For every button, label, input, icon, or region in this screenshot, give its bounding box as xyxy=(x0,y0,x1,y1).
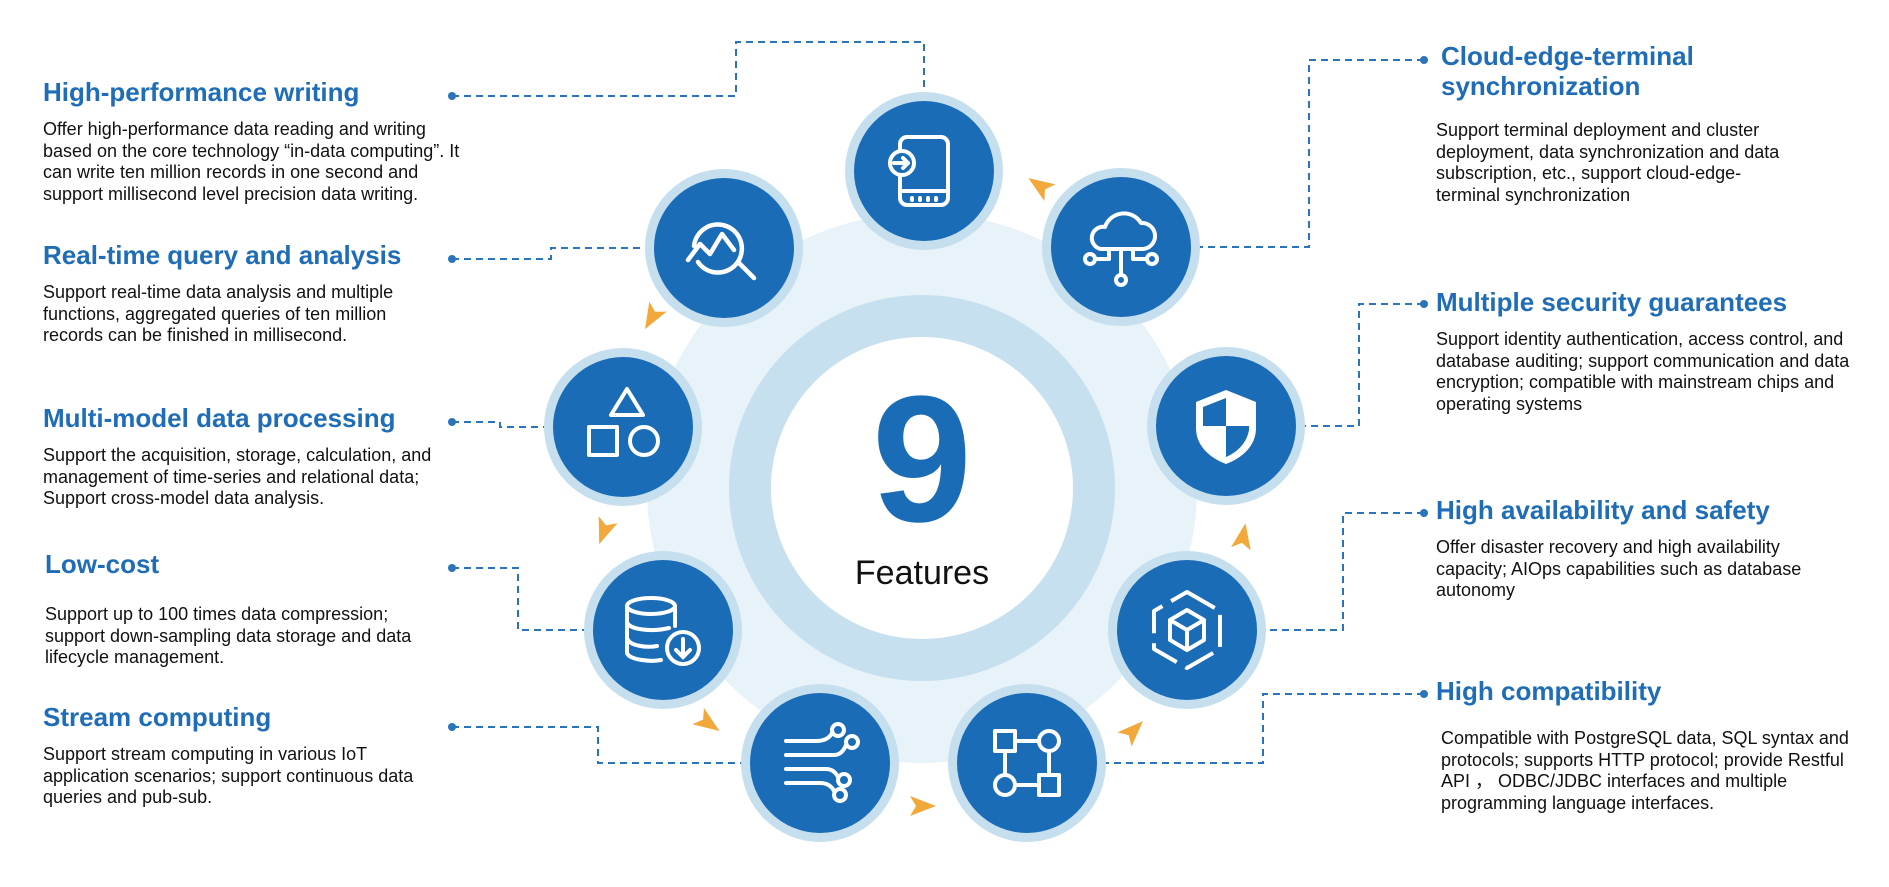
connector-dot xyxy=(448,92,456,100)
feature-count-label: Features xyxy=(854,554,990,592)
connector-dot xyxy=(1420,300,1428,308)
center-hub xyxy=(647,213,1197,763)
feature-high-performance-writing: High-performance writing Offer high-perf… xyxy=(43,77,463,205)
connector-dot xyxy=(448,723,456,731)
connector-low-cost xyxy=(452,567,584,631)
feature-stream-computing: Stream computing Support stream computin… xyxy=(43,702,418,809)
arrow-icon xyxy=(1231,523,1251,551)
feature-title: Multi-model data processing xyxy=(43,403,396,433)
connector-dots xyxy=(448,56,1428,731)
feature-node-cloud-edge xyxy=(1042,168,1200,326)
feature-description: Support the acquisition, storage, calcul… xyxy=(43,445,432,508)
feature-availability: High availability and safety Offer disas… xyxy=(1436,495,1846,602)
feature-description: Support identity authentication, access … xyxy=(1436,329,1850,414)
feature-description: Offer high-performance data reading and … xyxy=(43,119,460,204)
connector-high-performance-writing xyxy=(452,41,925,97)
connector-security xyxy=(1300,303,1424,427)
feature-node-high-performance-writing xyxy=(845,92,1003,250)
feature-description: Support up to 100 times data compression… xyxy=(45,604,412,667)
direction-arrows xyxy=(598,178,1251,816)
connector-dot xyxy=(448,564,456,572)
feature-node-stream-computing xyxy=(741,684,899,842)
connector-dot xyxy=(448,255,456,263)
arrow-icon xyxy=(910,796,936,816)
feature-title: Real-time query and analysis xyxy=(43,240,402,270)
feature-node-security xyxy=(1147,347,1305,505)
arrow-icon xyxy=(1117,721,1143,747)
connector-compatibility xyxy=(1102,693,1424,764)
feature-compatibility: High compatibility Compatible with Postg… xyxy=(1436,676,1866,814)
arrow-icon xyxy=(1028,178,1056,202)
arrow-icon xyxy=(598,516,618,545)
feature-multi-model: Multi-model data processing Support the … xyxy=(43,403,443,510)
connector-dot xyxy=(1420,509,1428,517)
feature-description: Support stream computing in various IoT … xyxy=(43,744,414,807)
feature-security: Multiple security guarantees Support ide… xyxy=(1436,287,1856,415)
feature-title: High-performance writing xyxy=(43,77,360,107)
feature-node-availability xyxy=(1108,551,1266,709)
connector-availability xyxy=(1262,512,1424,631)
feature-cloud-edge: Cloud-edge-terminal synchronization Supp… xyxy=(1436,41,1801,206)
feature-node-compatibility xyxy=(948,684,1106,842)
feature-description: Compatible with PostgreSQL data, SQL syn… xyxy=(1441,728,1849,813)
feature-low-cost: Low-cost Support up to 100 times data co… xyxy=(45,549,425,669)
connector-dot xyxy=(1420,56,1428,64)
feature-title: Stream computing xyxy=(43,702,272,732)
feature-description: Support real-time data analysis and mult… xyxy=(43,282,394,345)
connector-real-time-query xyxy=(452,247,650,260)
connector-cloud-edge xyxy=(1197,59,1424,248)
feature-title: Low-cost xyxy=(45,549,160,579)
inner-circle xyxy=(771,337,1073,639)
arrow-icon xyxy=(692,707,720,732)
feature-real-time-query: Real-time query and analysis Support rea… xyxy=(43,240,413,347)
connector-dot xyxy=(1420,690,1428,698)
connector-lines xyxy=(452,41,1424,764)
feature-count: 9 xyxy=(871,359,973,560)
feature-description: Offer disaster recovery and high availab… xyxy=(1436,537,1802,600)
feature-node-multi-model xyxy=(544,348,702,506)
feature-title: High availability and safety xyxy=(1436,495,1770,525)
connector-dot xyxy=(448,418,456,426)
feature-title: Cloud-edge-terminal synchronization xyxy=(1441,41,1694,101)
feature-node-real-time-query xyxy=(645,169,803,327)
feature-node-low-cost xyxy=(584,551,742,709)
feature-description: Support terminal deployment and cluster … xyxy=(1436,120,1780,205)
feature-title: Multiple security guarantees xyxy=(1436,287,1788,317)
feature-title: High compatibility xyxy=(1436,676,1662,706)
arrow-icon xyxy=(645,301,667,330)
connector-multi-model xyxy=(452,421,545,428)
connector-stream-computing xyxy=(452,726,742,764)
